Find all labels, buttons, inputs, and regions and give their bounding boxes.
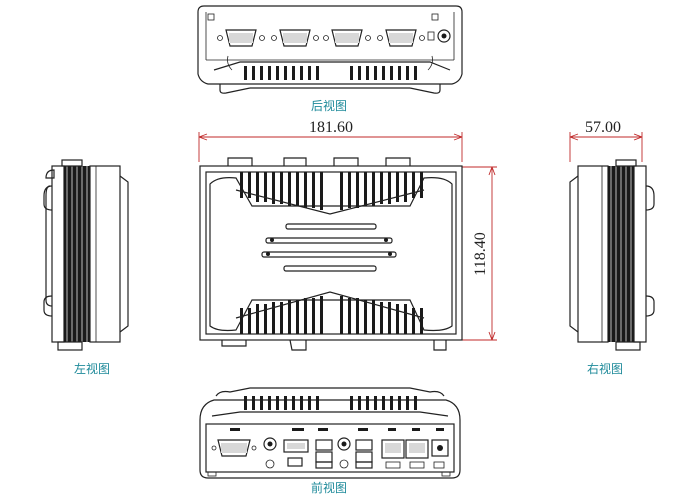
depth-dimension-lines [569, 132, 643, 162]
rear-serial-ports [217, 29, 425, 47]
left-fin-stripes [66, 166, 88, 342]
depth-dimension: 57.00 [585, 119, 621, 136]
height-dimension: 118.40 [472, 232, 489, 275]
right-view-caption: 右视图 [587, 361, 623, 376]
rear-fins [244, 66, 417, 80]
width-dimension: 181.60 [309, 119, 353, 136]
height-dimension-lines [462, 166, 497, 341]
front-fins [244, 396, 417, 410]
right-view [569, 132, 655, 351]
bottom-fins [240, 296, 423, 334]
top-view [198, 132, 497, 351]
front-ports [211, 437, 449, 469]
centre-slots [261, 223, 397, 272]
front-view-caption: 前视图 [311, 480, 347, 495]
rear-view-caption: 后视图 [311, 98, 347, 113]
top-fins [240, 172, 423, 210]
width-dimension-lines [198, 132, 463, 162]
front-view [199, 387, 461, 479]
rear-view [197, 5, 463, 94]
left-view [43, 159, 129, 351]
left-view-caption: 左视图 [74, 361, 110, 376]
right-fin-stripes [610, 166, 632, 342]
front-port-labels [230, 428, 444, 431]
